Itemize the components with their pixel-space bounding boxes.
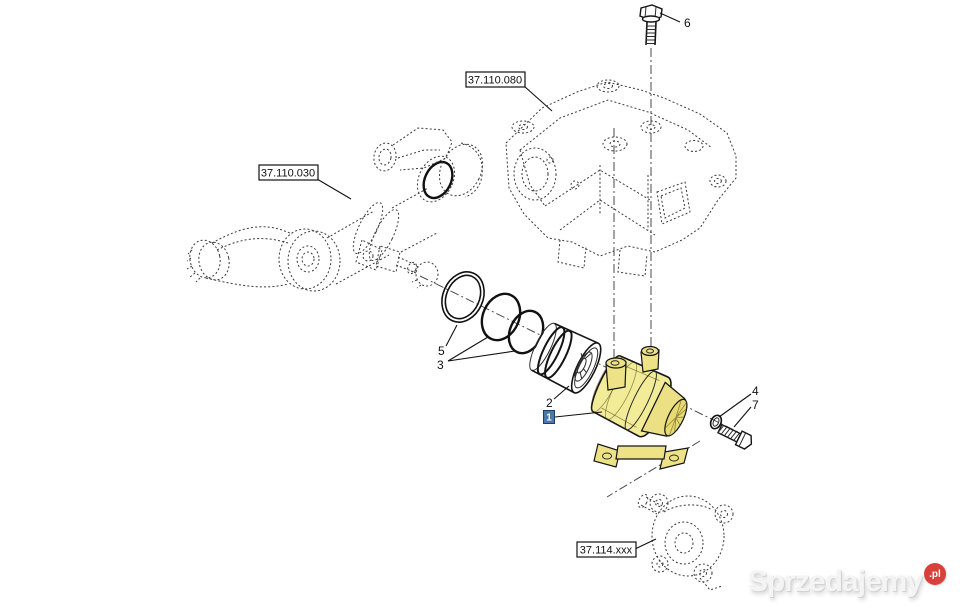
bolt-part6: [639, 4, 663, 46]
watermark: Sprzedajemy .pl: [747, 563, 946, 598]
leader-lines: [316, 12, 752, 550]
callout-6[interactable]: 6: [684, 16, 691, 30]
lift-arm-assembly-reference: [186, 127, 484, 292]
callout-1-label[interactable]: 1: [546, 413, 552, 424]
o-ring-part4: [709, 414, 723, 430]
ref-box-37-110-080-label[interactable]: 37.110.080: [468, 75, 522, 87]
shaft-seal-ring: [422, 160, 454, 200]
hydraulic-cylinder-part1-highlighted: [590, 345, 689, 470]
watermark-text: Sprzedajemy: [747, 565, 923, 598]
ref-box-37-110-030[interactable]: 37.110.030: [258, 164, 319, 181]
callout-7[interactable]: 7: [752, 398, 759, 412]
watermark-pl-badge: .pl: [924, 563, 946, 585]
cylinder-foot-left: [593, 443, 621, 468]
piston-part2: [529, 322, 602, 394]
ref-box-37-114-xxx-label[interactable]: 37.114.xxx: [580, 545, 633, 557]
bolt-part7: [717, 423, 753, 450]
callout-4[interactable]: 4: [752, 384, 759, 398]
cylinder-foot-right: [659, 447, 689, 470]
callout-5[interactable]: 5: [438, 344, 445, 358]
callout-3[interactable]: 3: [437, 358, 444, 372]
callout-2[interactable]: 2: [546, 396, 553, 410]
pump-reference: [637, 493, 734, 591]
o-ring-large-part5: [441, 271, 485, 323]
ref-box-37-110-080[interactable]: 37.110.080: [465, 71, 526, 88]
callout-1-selected[interactable]: 1: [543, 410, 555, 424]
ref-box-37-110-030-label[interactable]: 37.110.030: [261, 168, 315, 180]
ref-box-37-114-xxx[interactable]: 37.114.xxx: [576, 541, 637, 558]
rear-housing-reference: [505, 79, 737, 277]
